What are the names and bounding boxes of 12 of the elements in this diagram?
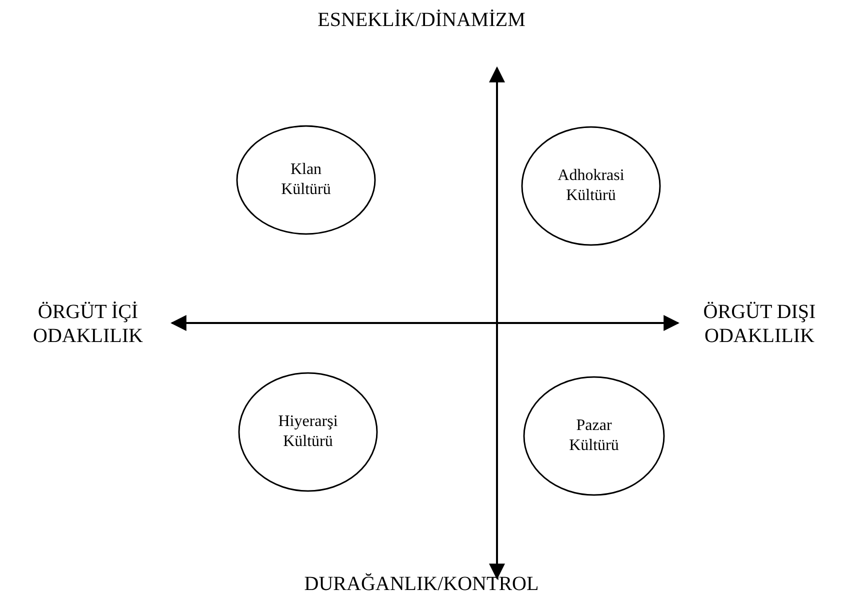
node-text: Hiyerarşi Kültürü [278,413,338,450]
axis-label: ESNEKLİK/DİNAMİZM [318,9,526,31]
culture-ellipse [523,376,665,496]
axis-label: DURAĞANLIK/KONTROL [304,573,539,595]
culture-ellipse [521,126,661,246]
node-text: Adhokrasi Kültürü [558,167,624,204]
culture-ellipse [236,125,376,235]
node-text: Klan Kültürü [281,161,331,198]
node-text: Pazar Kültürü [569,417,619,454]
culture-ellipse [238,372,378,492]
axis-label: ÖRGÜT DIŞI ODAKLILIK [702,300,817,348]
axis-label: ÖRGÜT İÇİ ODAKLILIK [32,300,144,348]
